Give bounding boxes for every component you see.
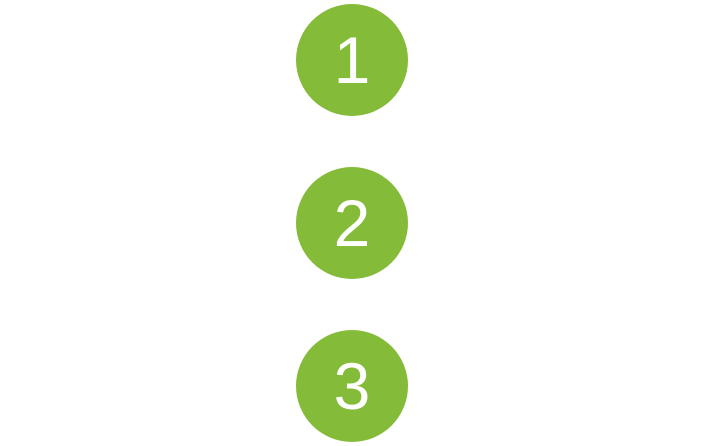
step-badge-2: 2 xyxy=(296,167,408,279)
step-number-3: 3 xyxy=(333,349,371,423)
step-number-2: 2 xyxy=(333,186,371,260)
step-badge-3: 3 xyxy=(296,330,408,442)
step-badge-1: 1 xyxy=(296,4,408,116)
step-number-1: 1 xyxy=(333,23,371,97)
